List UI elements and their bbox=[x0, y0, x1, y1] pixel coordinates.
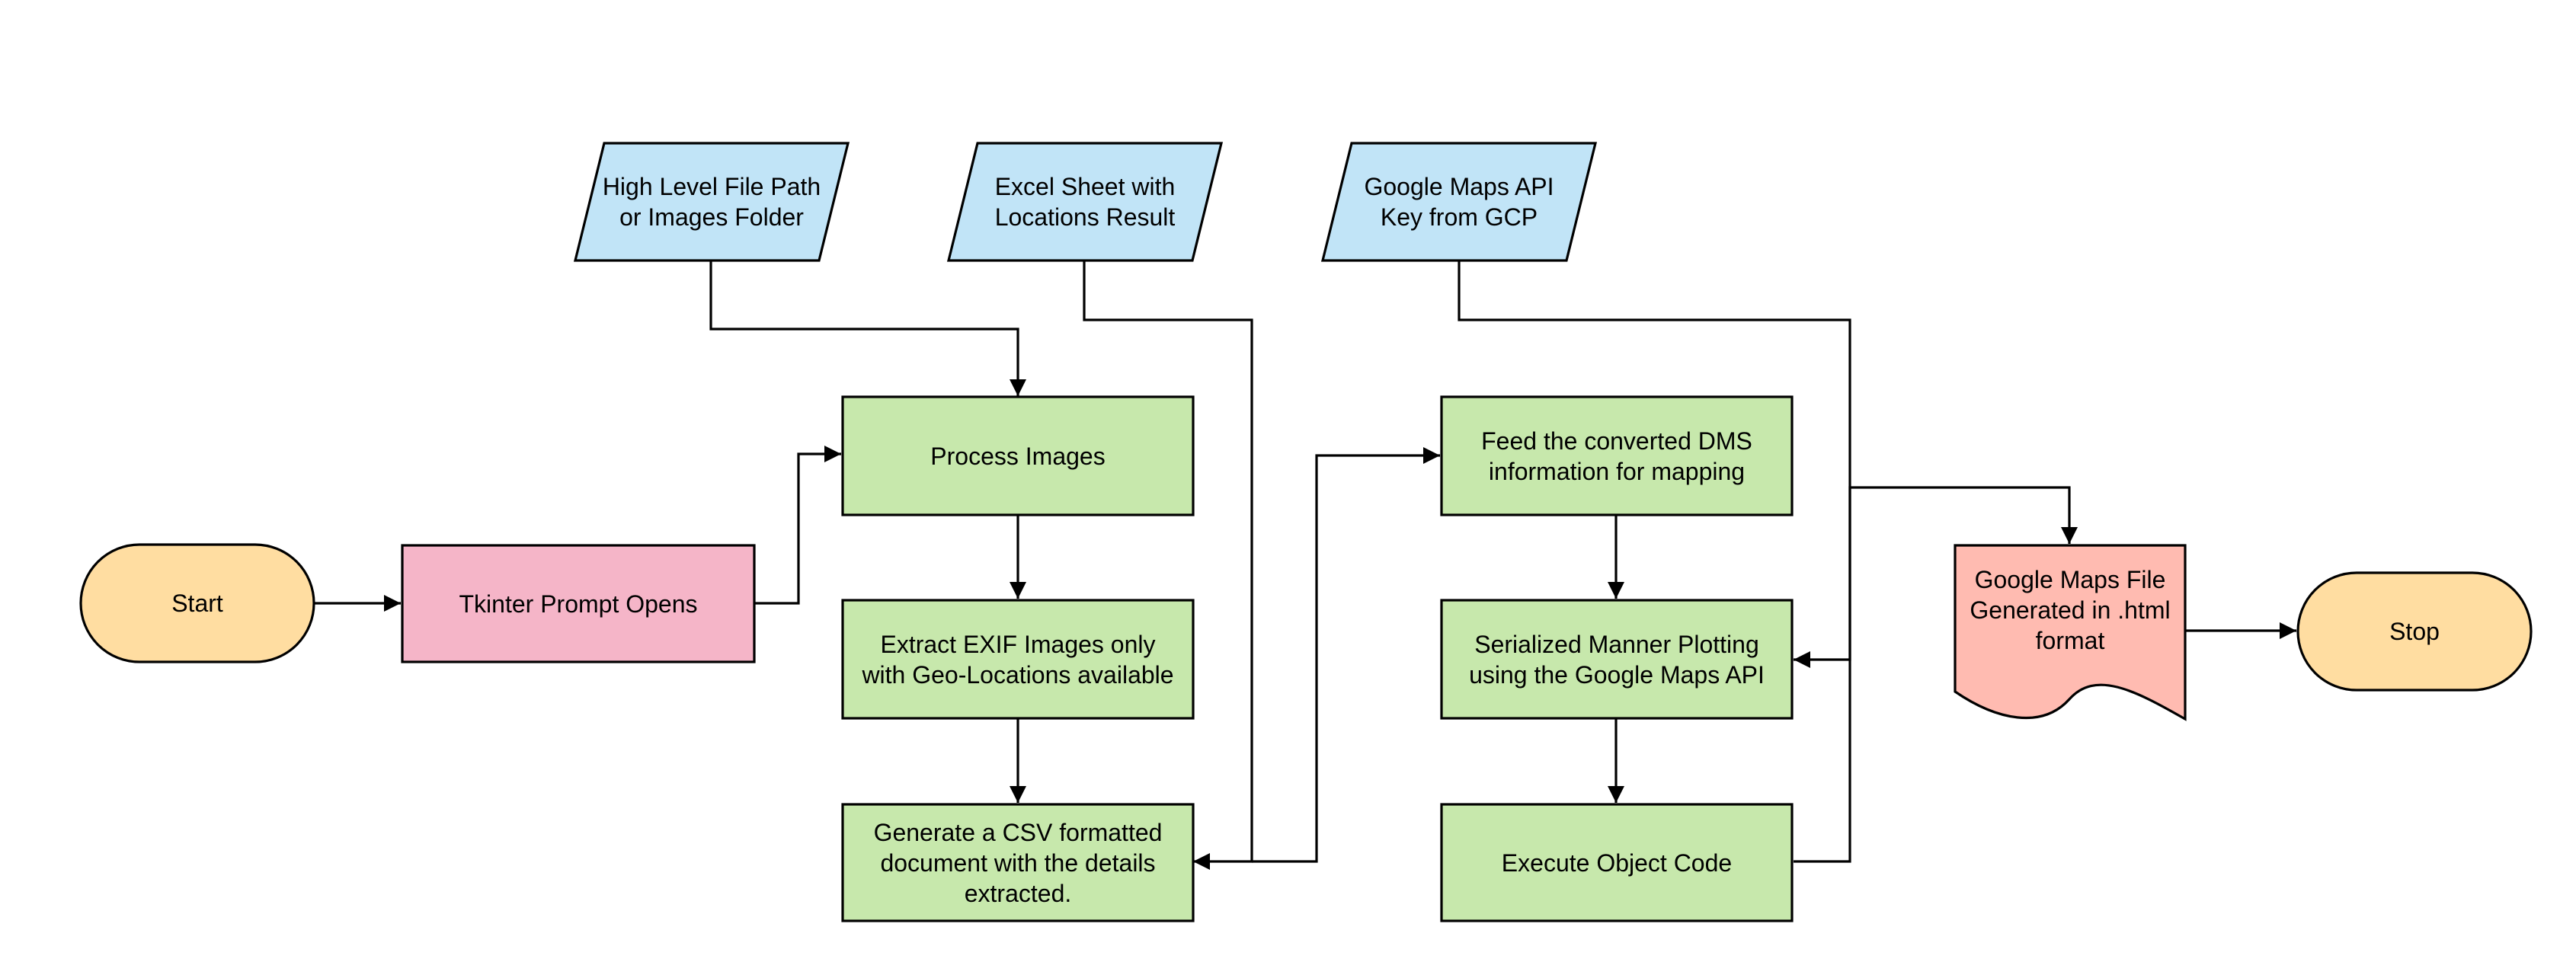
edge-file-path-to-process-images bbox=[709, 260, 1026, 396]
edge-execute-to-maps-file bbox=[1794, 486, 2078, 863]
start-label[interactable]: Start bbox=[171, 590, 223, 617]
tkinter-process-shape bbox=[401, 544, 756, 663]
start-terminal-shape bbox=[79, 543, 315, 663]
serialized-plotting-shape bbox=[1440, 599, 1794, 720]
tkinter-prompt-label[interactable]: Tkinter Prompt Opens bbox=[459, 590, 698, 618]
excel-input-shape bbox=[946, 142, 1224, 262]
feed-dms-shape bbox=[1440, 395, 1794, 516]
edge-api-key-to-serialized bbox=[1458, 260, 1851, 668]
edge-tkinter-to-process-images bbox=[754, 446, 841, 605]
file-path-input-label[interactable]: High Level File Path or Images Folder bbox=[602, 173, 821, 231]
generate-csv-label[interactable]: Generate a CSV formatted document with t… bbox=[873, 818, 1163, 907]
stop-terminal-shape bbox=[2296, 571, 2533, 692]
excel-input-label[interactable]: Excel Sheet with Locations Result bbox=[994, 173, 1176, 231]
extract-exif-shape bbox=[841, 599, 1195, 720]
maps-file-label[interactable]: Google Maps File Generated in .html form… bbox=[1970, 566, 2171, 654]
edge-excel-to-generate-csv bbox=[1083, 260, 1253, 870]
feed-dms-label[interactable]: Feed the converted DMS information for m… bbox=[1481, 427, 1752, 485]
connectors bbox=[314, 260, 2296, 870]
serialized-plotting-label[interactable]: Serialized Manner Plotting using the Goo… bbox=[1469, 630, 1765, 689]
generate-csv-shape bbox=[841, 803, 1195, 922]
stop-label[interactable]: Stop bbox=[2389, 618, 2440, 645]
edge-generate-csv-to-feed-dms bbox=[1252, 447, 1440, 863]
execute-code-shape bbox=[1440, 803, 1794, 922]
process-images-shape bbox=[841, 395, 1195, 516]
api-key-input-label[interactable]: Google Maps API Key from GCP bbox=[1364, 173, 1554, 231]
api-key-input-shape bbox=[1320, 142, 1598, 262]
shapes bbox=[79, 142, 2533, 922]
execute-code-label[interactable]: Execute Object Code bbox=[1501, 849, 1733, 877]
extract-exif-label[interactable]: Extract EXIF Images only with Geo-Locati… bbox=[862, 630, 1174, 689]
process-images-label[interactable]: Process Images bbox=[930, 442, 1106, 470]
maps-file-document-shape bbox=[1954, 544, 2187, 721]
file-path-input-shape bbox=[573, 142, 850, 262]
